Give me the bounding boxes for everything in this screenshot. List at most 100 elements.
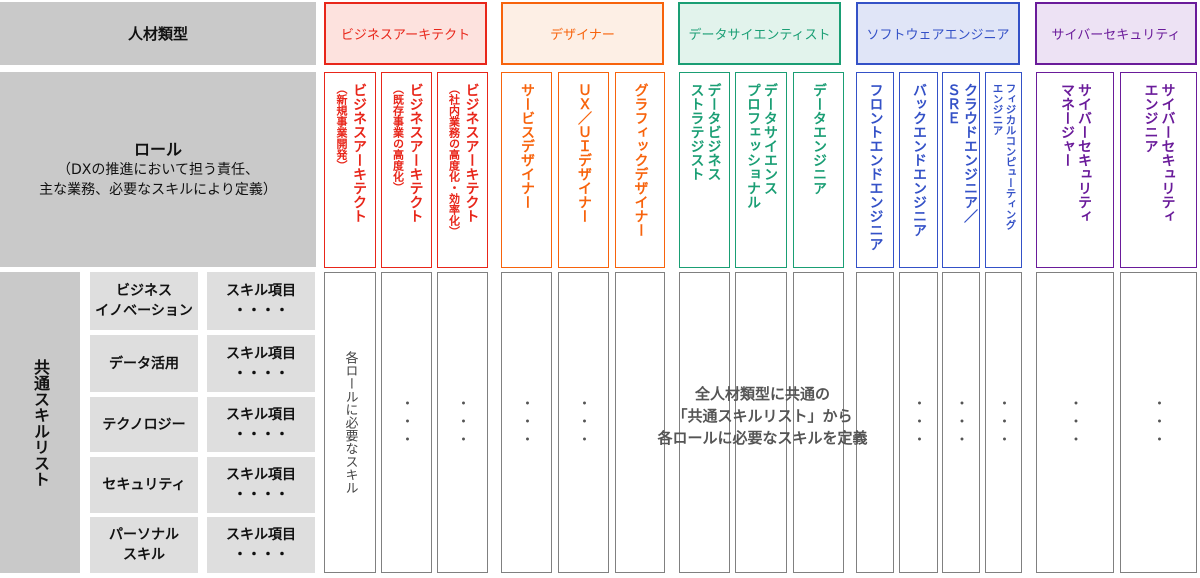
role-name: バックエンドエンジニア — [910, 83, 927, 267]
role-name-main: サービスデザイナー — [519, 83, 535, 209]
skill-category: テクノロジー — [90, 397, 198, 452]
role-name-main: フィジカルコンピューティング — [1004, 83, 1017, 230]
ellipsis: ・・・ — [1150, 395, 1167, 450]
common-skill-list-title: 共通スキルリスト — [31, 358, 50, 487]
role-name-sub: ＳＲＥ — [945, 83, 961, 125]
skill-item: スキル項目 ・・・・ — [207, 517, 315, 573]
role-skill-cell: ・・・ — [899, 272, 938, 573]
role-name-sub: （既存事業の高度化） — [391, 83, 405, 193]
role-desc-line1: （DXの推進において担う責任、 — [57, 161, 259, 178]
role-name: サイバーセキュリティエンジニア — [1142, 83, 1176, 267]
note-line: 全人材類型に共通の — [694, 385, 830, 403]
role-name: データサイエンスプロフェッショナル — [744, 83, 778, 267]
role-name-main: データエンジニア — [811, 83, 827, 195]
role-label: ロール （DXの推進において担う責任、 主な業務、必要なスキルにより定義） — [0, 72, 316, 267]
role-name-main: ＵＸ／ＵＩデザイナー — [576, 83, 592, 223]
role-header: サービスデザイナー — [501, 72, 552, 268]
role-skill-cell: ・・・ — [1120, 272, 1197, 573]
role-name-main: クラウドエンジニア／ — [962, 83, 978, 223]
role-name: ビジネスアーキテクト（既存事業の高度化） — [390, 83, 424, 267]
role-name: クラウドエンジニア／ＳＲＥ — [944, 83, 978, 267]
skill-item: スキル項目 ・・・・ — [207, 397, 315, 452]
role-name-sub: マネージャー — [1059, 83, 1075, 167]
role-name: ＵＸ／ＵＩデザイナー — [575, 83, 592, 267]
role-name: サイバーセキュリティマネージャー — [1058, 83, 1092, 267]
role-name: フィジカルコンピューティングエンジニア — [991, 83, 1017, 267]
ellipsis: ・・・ — [518, 395, 535, 450]
role-name-sub: プロフェッショナル — [745, 83, 761, 209]
role-header: フィジカルコンピューティングエンジニア — [985, 72, 1022, 268]
role-name: サービスデザイナー — [518, 83, 535, 267]
skill-item: スキル項目 ・・・・ — [207, 335, 315, 392]
role-skill-cell: ・・・ — [558, 272, 609, 573]
role-header: ビジネスアーキテクト（新規事業開発） — [324, 72, 376, 268]
role-skill-cell: ・・・ — [437, 272, 488, 573]
role-name-sub: ストラテジスト — [688, 83, 705, 181]
ellipsis: ・・・ — [398, 395, 415, 450]
role-skill-cell: ・・・ — [381, 272, 432, 573]
role-header: ビジネスアーキテクト（既存事業の高度化） — [381, 72, 432, 268]
role-name-sub: （新規事業開発） — [335, 83, 348, 171]
note-line: 各ロールに必要なスキルを定義 — [657, 429, 868, 447]
role-name-main: グラフィックデザイナー — [632, 83, 649, 237]
role-header: フロントエンドエンジニア — [856, 72, 894, 268]
skill-item: スキル項目 ・・・・ — [207, 272, 315, 330]
talent-type-header: データサイエンティスト — [678, 2, 841, 65]
role-name-main: ビジネスアーキテクト — [407, 83, 424, 223]
role-header: サイバーセキュリティエンジニア — [1120, 72, 1197, 268]
role-skill-cell — [856, 272, 894, 573]
role-desc-line2: 主な業務、必要なスキルにより定義） — [39, 181, 277, 198]
role-header: ビジネスアーキテクト（社内業務の高度化・効率化） — [437, 72, 488, 268]
role-name-sub: （社内業務の高度化・効率化） — [447, 83, 461, 237]
role-skill-cell — [615, 272, 665, 573]
role-header: データエンジニア — [793, 72, 844, 268]
role-name: ビジネスアーキテクト（社内業務の高度化・効率化） — [446, 83, 480, 267]
skill-category: パーソナル スキル — [90, 517, 198, 573]
talent-type-header: ビジネスアーキテクト — [324, 2, 487, 65]
role-header: バックエンドエンジニア — [899, 72, 938, 268]
ellipsis: ・・・ — [995, 395, 1012, 450]
skill-category: セキュリティ — [90, 457, 198, 513]
note-line: 「共通スキルリスト」から — [672, 407, 853, 425]
talent-type-header: サイバーセキュリティ — [1035, 2, 1197, 65]
role-name-sub: エンジニア — [991, 83, 1004, 136]
role-header: グラフィックデザイナー — [615, 72, 665, 268]
role-name-main: ビジネスアーキテクト — [463, 83, 480, 223]
role-name-main: データサイエンス — [762, 83, 778, 195]
role-name: グラフィックデザイナー — [632, 83, 649, 267]
role-name-main: データビジネス — [705, 83, 722, 181]
cell-text: 各ロールに必要なスキル — [342, 351, 358, 494]
role-header: ＵＸ／ＵＩデザイナー — [558, 72, 609, 268]
role-skill-cell — [679, 272, 730, 573]
ellipsis: ・・・ — [575, 395, 592, 450]
role-name: データビジネスストラテジスト — [688, 83, 722, 267]
role-skill-cell: ・・・ — [501, 272, 552, 573]
role-skill-cell: ・・・ — [1036, 272, 1114, 573]
role-name: ビジネスアーキテクト（新規事業開発） — [333, 83, 367, 267]
role-name-main: バックエンドエンジニア — [911, 83, 927, 237]
role-header: データサイエンスプロフェッショナル — [735, 72, 787, 268]
role-skill-cell — [793, 272, 844, 573]
talent-type-header: デザイナー — [501, 2, 664, 65]
role-name: フロントエンドエンジニア — [867, 83, 884, 267]
role-header: データビジネスストラテジスト — [679, 72, 730, 268]
role-name-main: フロントエンドエンジニア — [867, 83, 884, 251]
role-skill-cell: ・・・ — [942, 272, 980, 573]
skill-item: スキル項目 ・・・・ — [207, 457, 315, 513]
role-title: ロール — [133, 139, 182, 159]
common-skill-note: 全人材類型に共通の 「共通スキルリスト」から 各ロールに必要なスキルを定義 — [600, 383, 925, 449]
type-label: 人材類型 — [0, 2, 316, 65]
skill-category: データ活用 — [90, 335, 198, 392]
role-name-main: ビジネスアーキテクト — [351, 83, 367, 223]
role-header: サイバーセキュリティマネージャー — [1036, 72, 1114, 268]
talent-type-header: ソフトウェアエンジニア — [856, 2, 1020, 65]
ellipsis: ・・・ — [1067, 395, 1083, 450]
ellipsis: ・・・ — [953, 395, 969, 450]
ellipsis: ・・・ — [454, 395, 471, 450]
role-name-main: サイバーセキュリティ — [1159, 83, 1176, 223]
role-header: クラウドエンジニア／ＳＲＥ — [942, 72, 980, 268]
role-skill-cell — [735, 272, 787, 573]
role-skill-cell: ・・・ — [985, 272, 1022, 573]
skill-category: ビジネス イノベーション — [90, 272, 198, 330]
